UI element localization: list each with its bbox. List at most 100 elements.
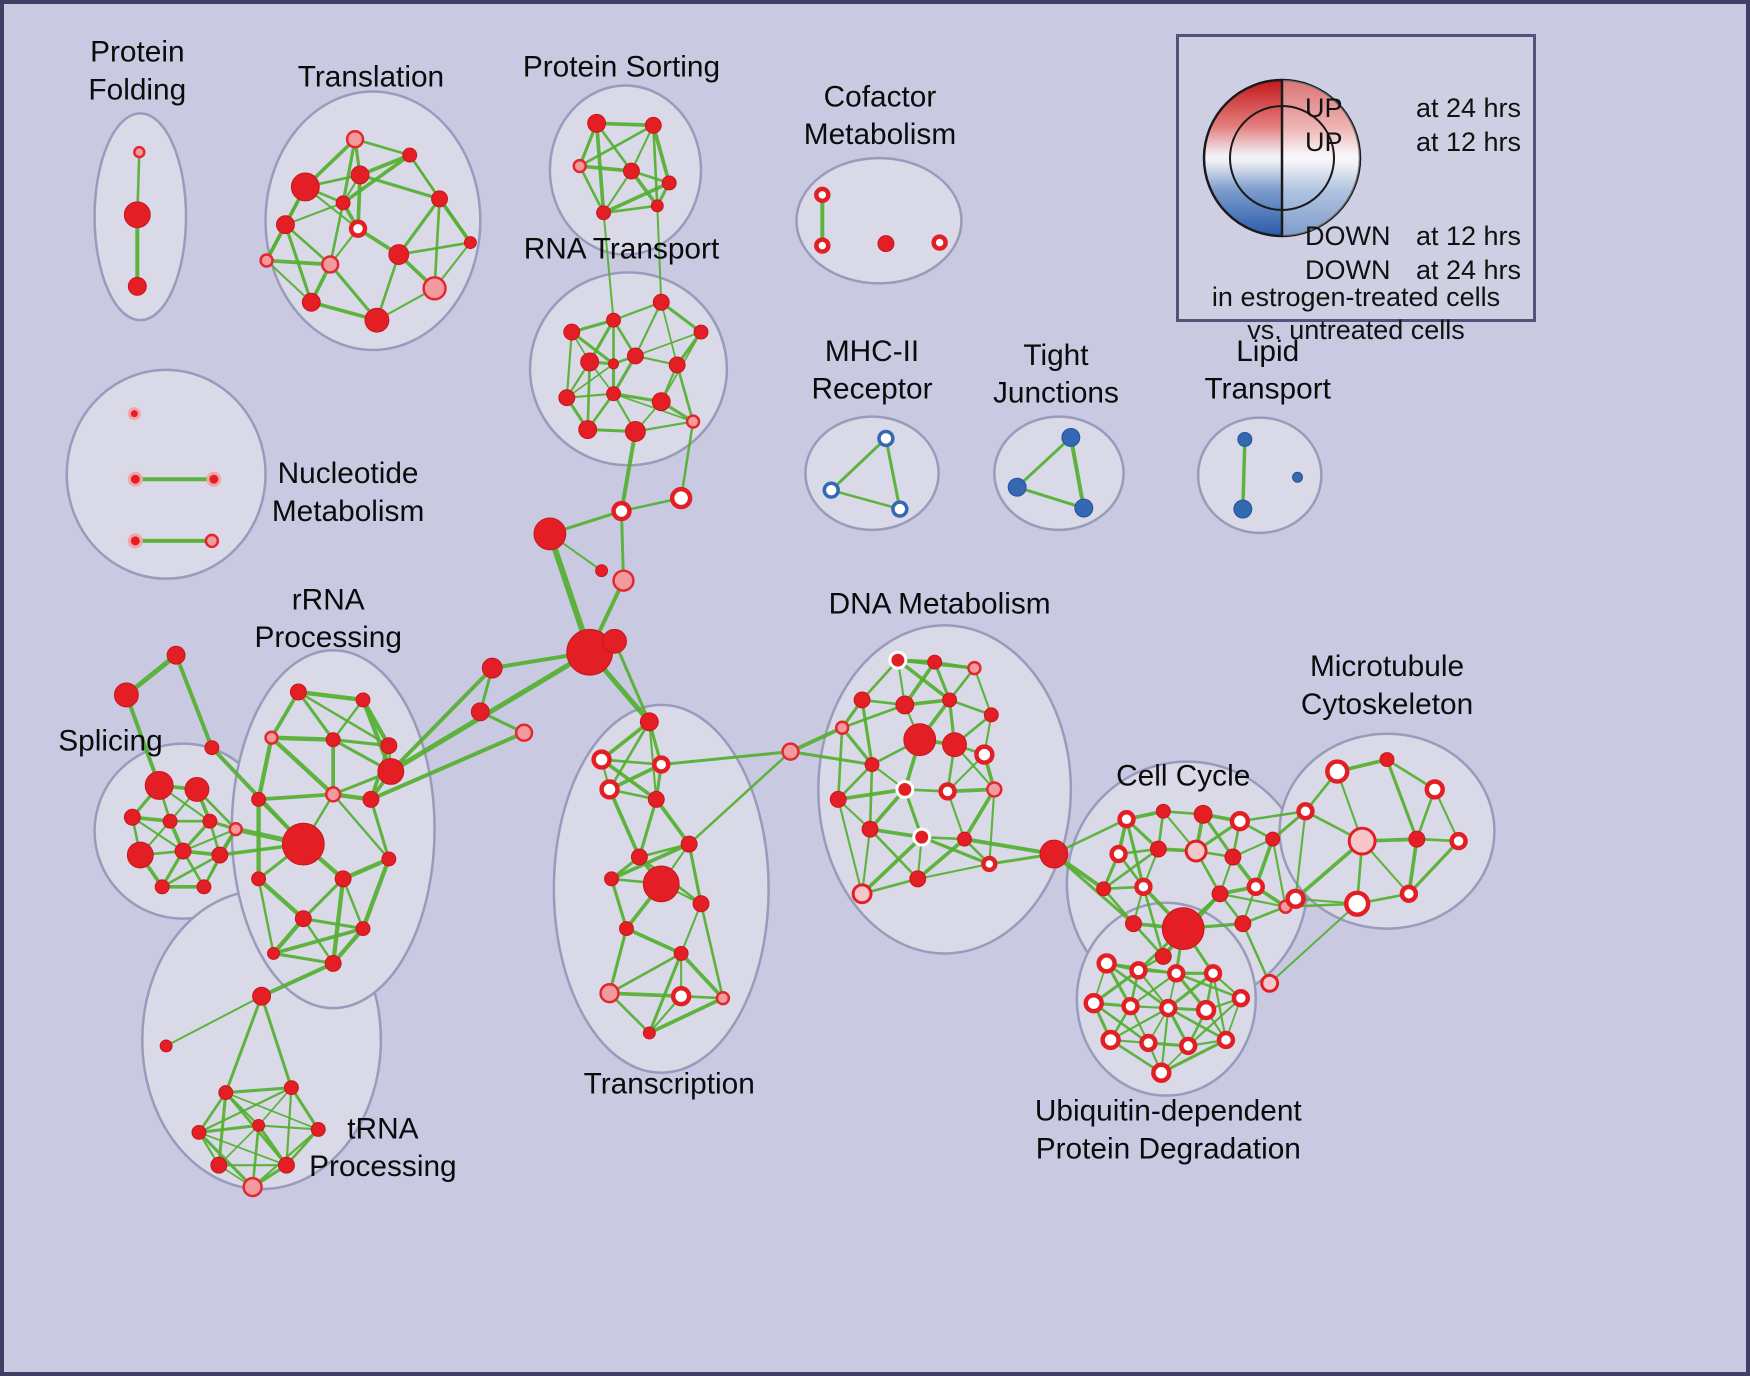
edge <box>197 1086 293 1134</box>
gene-node <box>639 712 659 732</box>
gene-node <box>669 486 693 510</box>
gene-node <box>422 276 447 301</box>
gene-node <box>693 324 709 340</box>
edge <box>197 1130 255 1189</box>
edge <box>358 173 442 201</box>
edge <box>397 197 442 257</box>
gene-node <box>355 921 371 937</box>
edge <box>594 121 656 128</box>
edge <box>1293 839 1365 901</box>
gene-node <box>781 742 800 761</box>
gene-node <box>596 205 612 221</box>
edge <box>836 726 844 801</box>
cluster-label-lipid-transport: Lipid <box>1236 335 1299 368</box>
edge <box>916 862 991 880</box>
edge <box>973 667 993 716</box>
edge <box>840 726 874 767</box>
gene-node <box>377 758 405 785</box>
gene-node <box>252 986 272 1006</box>
gene-node <box>1155 803 1171 819</box>
gene-node <box>611 500 632 522</box>
edge <box>619 429 638 514</box>
legend-time-label: at 24 hrs <box>1415 93 1521 123</box>
gene-node <box>127 407 141 421</box>
edge <box>868 763 874 831</box>
edge <box>369 797 391 861</box>
edge <box>197 1123 261 1134</box>
edge <box>1166 971 1215 1010</box>
gene-node <box>604 871 619 887</box>
cluster-label-rrna-processing: Processing <box>254 621 401 654</box>
gene-node <box>895 779 915 799</box>
gene-node <box>380 737 398 755</box>
edge <box>124 692 162 788</box>
edge <box>388 649 593 774</box>
edge <box>578 164 605 215</box>
edge <box>224 1091 320 1131</box>
edge <box>1407 837 1419 896</box>
gene-node <box>864 757 880 773</box>
edge <box>601 181 672 215</box>
edge <box>217 1124 260 1167</box>
edge <box>160 853 222 889</box>
gene-node <box>981 855 998 873</box>
legend-time-label: at 12 hrs <box>1415 127 1521 157</box>
gene-node <box>345 130 365 149</box>
gene-node <box>1246 877 1265 897</box>
gene-node <box>283 1080 299 1096</box>
gene-node <box>1260 973 1280 993</box>
edge <box>251 1124 260 1189</box>
edge <box>648 720 658 801</box>
cluster-ellipse-mhc-ii-receptor <box>804 415 940 532</box>
edge <box>637 797 658 859</box>
gene-node <box>578 420 598 439</box>
edge <box>1174 972 1243 1000</box>
gene-node <box>1109 844 1128 864</box>
edge <box>789 750 874 767</box>
gene-node <box>888 650 908 670</box>
gene-node <box>877 429 895 448</box>
gene-node <box>814 237 831 254</box>
gene-node <box>644 116 662 134</box>
edge <box>830 488 902 511</box>
gene-node <box>974 744 995 765</box>
gene-node <box>277 1156 295 1174</box>
edge <box>687 750 792 846</box>
gene-node <box>162 813 178 829</box>
cluster-label-protein-folding: Protein <box>90 36 184 69</box>
gene-node <box>1265 831 1281 847</box>
gene-node <box>1074 498 1094 518</box>
edge <box>837 798 864 895</box>
gene-node <box>1184 839 1208 863</box>
legend-dir-label: UP <box>1305 127 1343 157</box>
gene-node <box>942 732 967 758</box>
edge <box>257 1124 320 1131</box>
gene-node <box>290 172 320 202</box>
gene-node <box>206 471 222 487</box>
gene-node <box>1449 831 1468 851</box>
edge <box>368 730 527 802</box>
gene-node <box>210 1156 228 1174</box>
gene-node <box>647 790 665 808</box>
gene-node <box>822 481 840 499</box>
edge <box>269 735 336 742</box>
edge <box>1109 1007 1170 1042</box>
gene-node <box>1139 1033 1158 1053</box>
gene-node <box>1117 810 1136 829</box>
gene-node <box>1039 839 1069 869</box>
gene-node <box>618 921 634 937</box>
gene-node <box>127 471 143 487</box>
gene-node <box>1193 804 1213 824</box>
cluster-label-mhc-ii-receptor: Receptor <box>812 373 933 406</box>
gene-node <box>1203 964 1223 983</box>
edge <box>341 137 357 205</box>
legend-row-up-24: UP at 24 hrs <box>1305 93 1521 124</box>
gene-node <box>1292 471 1303 483</box>
gene-node <box>431 190 448 208</box>
edge <box>607 991 683 999</box>
gene-node <box>834 720 850 735</box>
edge <box>284 201 345 226</box>
